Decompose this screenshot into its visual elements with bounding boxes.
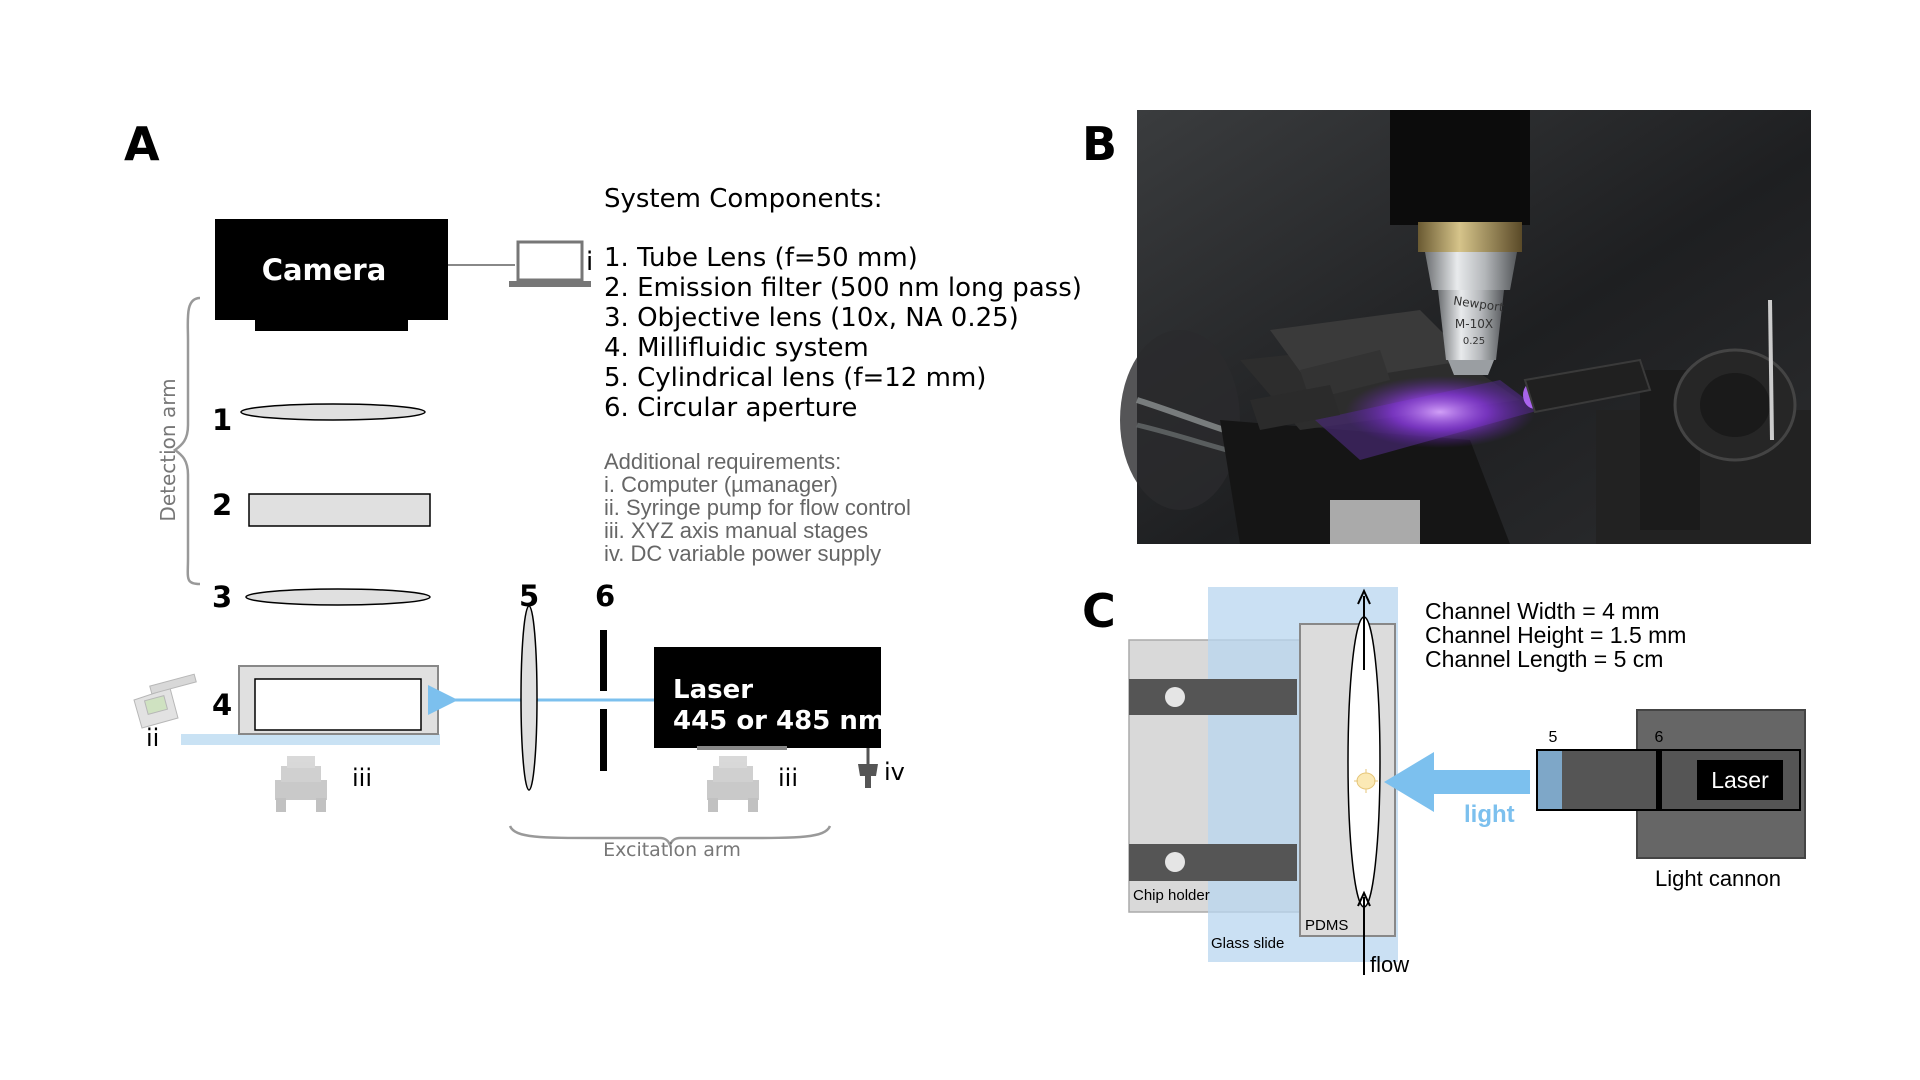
excitation-arm-label: Excitation arm	[603, 839, 741, 861]
syringe-pump-icon	[133, 673, 197, 729]
millifluidic-channel	[254, 678, 422, 731]
component-number-4: 4	[212, 688, 232, 722]
laser-label-c: Laser	[1711, 767, 1769, 793]
requirements-list: Additional requirements: i. Computer (µm…	[604, 449, 911, 566]
flow-label: flow	[1370, 952, 1409, 977]
laser-base	[697, 746, 787, 750]
glass-slide-a	[181, 734, 440, 745]
light-arrow	[1384, 752, 1530, 812]
component-item: 3. Objective lens (10x, NA 0.25)	[604, 303, 1019, 333]
objective-model: M-10X	[1455, 317, 1493, 331]
camera-label: Camera	[262, 253, 387, 287]
glass-slide-label: Glass slide	[1211, 935, 1284, 952]
laptop-icon	[509, 240, 591, 287]
channel-height: Channel Height = 1.5 mm	[1425, 622, 1686, 648]
clamp-bottom	[1129, 844, 1297, 881]
laser-label-line1: Laser	[673, 675, 753, 705]
sample-icon	[1354, 769, 1378, 793]
component-item: 2. Emission filter (500 nm long pass)	[604, 273, 1082, 303]
pdms-label: PDMS	[1305, 917, 1348, 934]
panel-b-label: B	[1082, 117, 1117, 171]
component-number-6: 6	[595, 579, 615, 613]
aperture-upper	[600, 630, 607, 691]
camera-base	[255, 318, 408, 331]
channel-length: Channel Length = 5 cm	[1425, 646, 1663, 672]
flow-arrow-bottom	[1357, 890, 1371, 975]
component-number-2: 2	[212, 488, 232, 522]
xyz-stage-icon-laser	[707, 756, 759, 812]
objective-na: 0.25	[1463, 336, 1485, 347]
detection-arm-label: Detection arm	[156, 378, 180, 521]
detection-arm-brace	[172, 296, 201, 586]
requirement-item: iv. DC variable power supply	[604, 541, 881, 566]
power-plug-icon	[858, 748, 878, 788]
num-5-label: 5	[1549, 729, 1558, 746]
chip-holder-label: Chip holder	[1133, 887, 1210, 904]
component-item: 1. Tube Lens (f=50 mm)	[604, 243, 918, 273]
setup-photo: Newport M-10X 0.25	[1120, 110, 1811, 544]
num-6-label: 6	[1655, 729, 1664, 746]
cylindrical-lens	[520, 605, 538, 791]
components-title: System Components:	[604, 184, 882, 214]
panel-c-label: C	[1082, 584, 1116, 638]
emission-filter	[248, 493, 431, 527]
component-item: 6. Circular aperture	[604, 393, 857, 423]
computer-mark: i	[586, 247, 593, 277]
clamp-top-screw	[1165, 687, 1185, 707]
power-mark: iv	[884, 758, 905, 786]
aperture-lower	[600, 709, 607, 771]
tube-lens	[240, 403, 426, 421]
component-number-3: 3	[212, 580, 232, 614]
component-number-5: 5	[519, 579, 539, 613]
cylindrical-lens-c	[1538, 751, 1562, 809]
requirement-item: i. Computer (µmanager)	[604, 472, 838, 497]
stage-mark-left: iii	[352, 764, 372, 792]
requirement-item: iii. XYZ axis manual stages	[604, 518, 868, 543]
xyz-stage-icon	[275, 756, 327, 812]
excitation-arm-brace	[508, 825, 832, 849]
laser-label-line2: 445 or 485 nm	[673, 706, 885, 736]
laser-box-c	[1697, 760, 1783, 800]
component-item: 4. Millifluidic system	[604, 333, 869, 363]
clamp-top	[1129, 679, 1297, 715]
objective-lens	[245, 588, 431, 606]
channel-width: Channel Width = 4 mm	[1425, 598, 1660, 624]
requirement-item: ii. Syringe pump for flow control	[604, 495, 911, 520]
requirements-title: Additional requirements:	[604, 449, 841, 474]
panel-a-label: A	[124, 117, 160, 171]
aperture-c	[1656, 750, 1662, 810]
light-label: light	[1464, 801, 1515, 828]
stage-mark-right: iii	[778, 764, 798, 792]
clamp-bottom-screw	[1165, 852, 1185, 872]
flow-arrow-top	[1357, 588, 1371, 670]
components-list: System Components: 1. Tube Lens (f=50 mm…	[604, 184, 1082, 423]
syringe-mark: ii	[146, 724, 159, 752]
camera-body	[215, 219, 448, 320]
component-item: 5. Cylindrical lens (f=12 mm)	[604, 363, 986, 393]
laser-box	[654, 647, 881, 748]
light-cannon-label: Light cannon	[1655, 866, 1781, 891]
component-number-1: 1	[212, 403, 232, 437]
